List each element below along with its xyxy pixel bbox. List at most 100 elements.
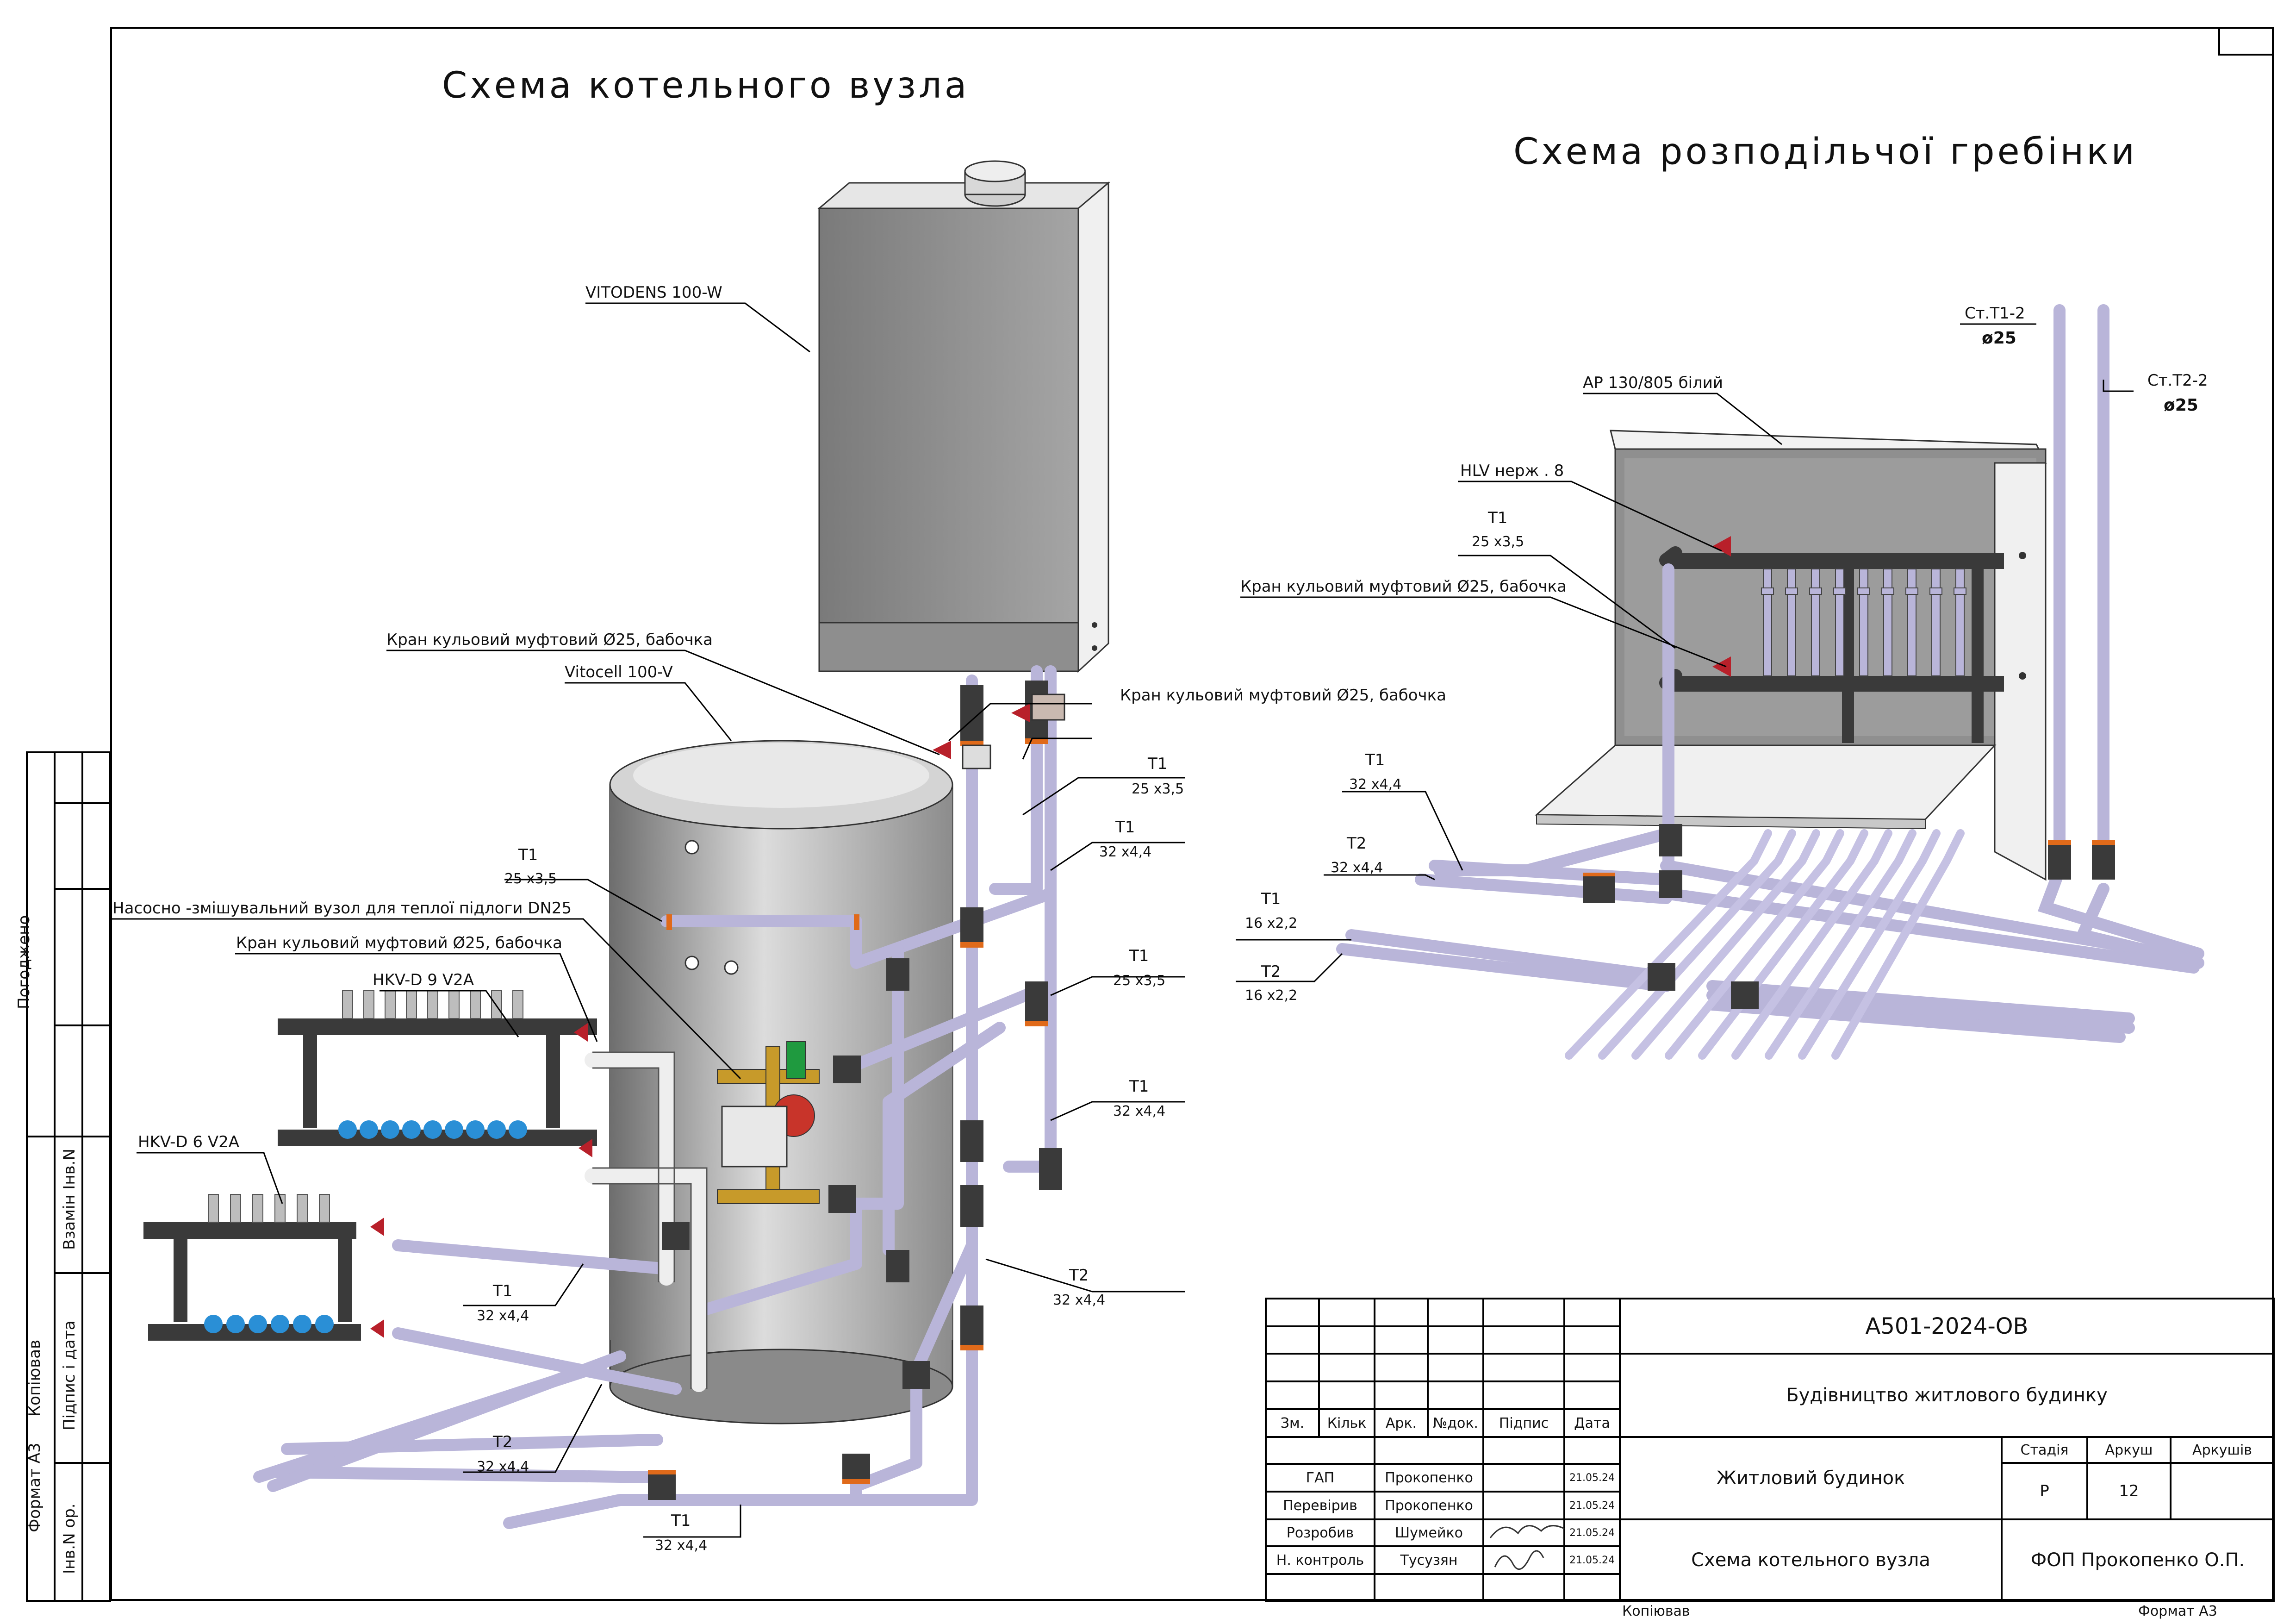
manifold-bar-ports xyxy=(1761,568,1966,676)
label-t1-r4: T1 xyxy=(1129,1077,1149,1096)
label-t1-r3: T1 xyxy=(1129,947,1149,965)
valve-cap-icon xyxy=(445,1120,463,1139)
stamp-row3-name: Тусузян xyxy=(1400,1552,1458,1568)
stamp-header-0: Зм. xyxy=(1280,1415,1305,1431)
pump-group xyxy=(717,1041,820,1204)
stamp-header-2: Арк. xyxy=(1385,1415,1417,1431)
stamp-row1-name: Прокопенко xyxy=(1385,1497,1473,1514)
stamp-row3-role: Н. контроль xyxy=(1276,1552,1364,1568)
label-r-t1-a: T1 xyxy=(1488,509,1508,527)
boiler-unit xyxy=(817,160,1111,673)
stamp-header-4: Підпис xyxy=(1499,1415,1549,1431)
flow-meter-port xyxy=(512,990,523,1019)
flow-meter-port xyxy=(363,990,374,1019)
stamp-project: Будівництво житлового будинку xyxy=(1786,1385,2108,1406)
port-collar xyxy=(1905,587,1918,595)
flow-meter-port xyxy=(470,990,481,1019)
stamp-sheet-title: Схема котельного вузла xyxy=(1691,1549,1930,1571)
port-collar xyxy=(1929,587,1942,595)
label-t1-r4-size: 32 x4,4 xyxy=(1113,1103,1166,1119)
flow-meter-port xyxy=(342,990,353,1019)
flow-meter-port xyxy=(319,1194,330,1223)
flow-meter-port xyxy=(297,1194,308,1223)
stamp-header-1: Кільк xyxy=(1327,1415,1367,1431)
flow-meter-port xyxy=(491,990,502,1019)
outlet-pipe xyxy=(1798,829,1941,1060)
margin-sign-date: Підпис і дата xyxy=(60,1320,79,1430)
label-r-t1-c: T1 xyxy=(1261,890,1281,908)
stamp-row0-role: ГАП xyxy=(1306,1469,1335,1486)
label-t1-low: T1 xyxy=(493,1282,513,1300)
valve-cap-icon xyxy=(293,1315,311,1333)
manifold-hkv6-ports xyxy=(208,1194,330,1223)
label-t1-r2: T1 xyxy=(1115,818,1135,837)
margin-inv: Інв.N ор. xyxy=(60,1503,79,1574)
label-st1: Ст.Т1-2 xyxy=(1965,304,2025,323)
manifold-bars xyxy=(1671,553,2004,743)
valve-cap-icon xyxy=(466,1120,485,1139)
margin-replace: Взамін Інв.N xyxy=(60,1149,79,1250)
valve-cap-icon xyxy=(487,1120,506,1139)
manifold-hkv9-caps xyxy=(338,1120,527,1139)
stamp-header-5: Дата xyxy=(1574,1415,1610,1431)
stamp-row0-date: 21.05.24 xyxy=(1569,1472,1615,1484)
boiler-scheme-title: Схема котельного вузла xyxy=(442,65,970,106)
stamp-row0-name: Прокопенко xyxy=(1385,1469,1473,1486)
stamp-row1-role: Перевірив xyxy=(1283,1497,1357,1514)
label-hlv: HLV нерж . 8 xyxy=(1460,462,1564,480)
manifold-port xyxy=(1787,568,1796,676)
flow-meter-port xyxy=(252,1194,263,1223)
stamp-sheet: 12 xyxy=(2119,1482,2139,1500)
stamp-company: ФОП Прокопенко О.П. xyxy=(2030,1549,2245,1571)
outlet-pipe xyxy=(1665,829,1844,1060)
outlet-pipe xyxy=(1831,829,1965,1060)
margin-agreed: Погоджено xyxy=(15,915,33,1009)
manifold-port xyxy=(1811,568,1820,676)
stamp-stage-label: Стадія xyxy=(2020,1442,2069,1458)
manifold-port xyxy=(1955,568,1965,676)
stamp-sheets-label: Аркушів xyxy=(2192,1442,2252,1458)
stamp-object: Житловий будинок xyxy=(1716,1468,1905,1489)
valve-cap-icon xyxy=(402,1120,421,1139)
port-collar xyxy=(1954,587,1966,595)
stamp-code: A501-2024-ОВ xyxy=(1865,1313,2028,1339)
label-r-t1-b-size: 32 x4,4 xyxy=(1349,776,1402,793)
manifold-port xyxy=(1907,568,1916,676)
label-r-t1-b: T1 xyxy=(1365,751,1385,769)
label-hkv9: HKV-D 9 V2A xyxy=(373,971,474,989)
label-t1-low-size: 32 x4,4 xyxy=(477,1308,529,1324)
label-t1-r2-size: 32 x4,4 xyxy=(1099,844,1152,860)
port-collar xyxy=(1809,587,1822,595)
label-cabinet: АР 130/805 білий xyxy=(1583,374,1723,392)
valve-cap-icon xyxy=(226,1315,245,1333)
label-hkv6: HKV-D 6 V2A xyxy=(138,1133,239,1151)
manifold-port xyxy=(1763,568,1772,676)
flow-meter-port xyxy=(406,990,417,1019)
label-st1-diameter: ø25 xyxy=(1982,329,2016,348)
label-t1-bottom-size: 32 x4,4 xyxy=(655,1537,708,1554)
label-valve-top: Кран кульовий муфтовий Ø25, бабочка xyxy=(386,631,713,649)
label-r-valve: Кран кульовий муфтовий Ø25, бабочка xyxy=(1240,577,1567,596)
valve-cap-icon xyxy=(360,1120,378,1139)
outlet-pipe xyxy=(1631,829,1820,1060)
port-collar xyxy=(1761,587,1774,595)
label-r-t2-b-size: 32 x4,4 xyxy=(1331,860,1383,876)
valve-cap-icon xyxy=(204,1315,223,1333)
manifold-port xyxy=(1883,568,1892,676)
margin-format: Формат А3 xyxy=(25,1443,44,1532)
label-r-t1-c-size: 16 x2,2 xyxy=(1245,915,1298,931)
stamp-sheets xyxy=(2171,1463,2274,1519)
margin-copied: Копіював xyxy=(25,1339,44,1417)
label-t1-tank-size: 25 x3,5 xyxy=(504,871,557,887)
label-r-t1-a-size: 25 x3,5 xyxy=(1472,534,1524,550)
outlet-pipe xyxy=(1731,829,1892,1060)
label-r-t2-c: T2 xyxy=(1261,962,1281,981)
signatures xyxy=(1489,1525,1565,1570)
boiler-valves xyxy=(933,693,1065,769)
footer-copied: Копіював xyxy=(1622,1603,1690,1619)
stamp-row3-date: 21.05.24 xyxy=(1569,1554,1615,1566)
frame-corner-box xyxy=(2218,27,2274,56)
manifold-hkv9-ports xyxy=(342,990,523,1019)
stamp-row1-date: 21.05.24 xyxy=(1569,1499,1615,1512)
